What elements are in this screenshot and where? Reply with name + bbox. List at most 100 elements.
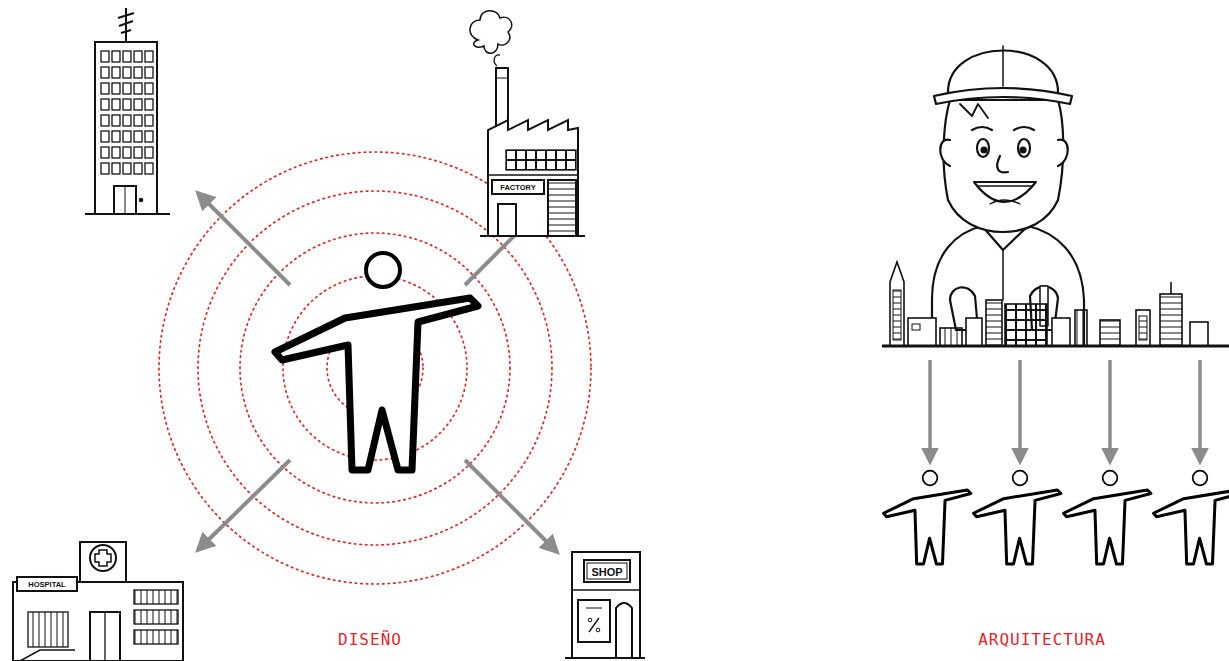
section-caption: ARQUITECTURA <box>978 632 1106 648</box>
architect-character <box>974 182 1036 202</box>
office-tower <box>114 186 136 214</box>
shop-building <box>572 552 640 658</box>
hospital-building <box>134 610 178 624</box>
section-caption: DISEÑO <box>338 632 402 648</box>
influence-arrows <box>198 193 290 285</box>
model-city <box>1100 320 1120 346</box>
user-figures <box>1064 471 1151 564</box>
architect-character <box>940 140 950 166</box>
factory-building <box>480 235 585 237</box>
hospital-building <box>134 630 178 644</box>
factory-building <box>470 11 585 236</box>
architect-character <box>997 156 1008 172</box>
office-tower <box>118 13 134 18</box>
factory-building <box>506 150 576 170</box>
architect-character <box>982 148 987 153</box>
model-city <box>1160 294 1182 346</box>
factory-building <box>488 120 578 236</box>
imposition-arrows <box>1108 360 1112 462</box>
imposition-arrows <box>1018 360 1022 462</box>
ground-line <box>882 345 1229 348</box>
architect-character <box>1018 139 1030 157</box>
shop-building <box>565 657 645 659</box>
designer-figure <box>275 253 478 470</box>
hospital-building <box>134 590 178 604</box>
influence-arrows <box>198 193 557 552</box>
user-figures <box>884 471 1229 564</box>
hospital-building <box>80 542 126 582</box>
model-city <box>890 262 1208 346</box>
office-tower <box>100 50 155 178</box>
influence-arrows <box>198 460 290 550</box>
factory-building <box>494 55 500 66</box>
imposition-arrows <box>930 360 1200 462</box>
shop-building <box>578 600 610 642</box>
model-city <box>893 290 901 340</box>
user-figures <box>974 471 1061 564</box>
factory-sign: FACTORY <box>500 184 535 192</box>
hospital-building <box>104 612 105 661</box>
shop-building <box>588 618 592 622</box>
architect-character <box>972 127 992 130</box>
model-city <box>1170 282 1172 294</box>
architect-character <box>1002 46 1004 86</box>
imposition-arrows <box>928 360 932 462</box>
architect-character <box>990 200 1020 204</box>
designer-figure <box>275 253 478 470</box>
shop-building <box>589 618 599 632</box>
model-city <box>1139 316 1147 340</box>
architect-character <box>1058 140 1068 166</box>
architect-character <box>1021 148 1026 153</box>
architect-character <box>932 46 1084 346</box>
factory-building <box>496 78 508 79</box>
shop-building <box>587 563 627 579</box>
architect-character <box>1014 127 1034 130</box>
model-city <box>1005 304 1047 346</box>
model-city <box>912 324 920 330</box>
architect-character <box>932 226 1084 346</box>
hospital-building <box>90 545 116 571</box>
shop-building <box>565 552 645 658</box>
architect-character <box>944 100 1064 232</box>
office-tower <box>95 42 157 214</box>
hospital-building <box>90 612 120 661</box>
hospital-building <box>28 612 68 647</box>
office-tower <box>119 21 133 26</box>
architect-character <box>977 139 989 157</box>
office-tower <box>85 213 170 215</box>
model-city <box>908 318 936 346</box>
architect-character <box>934 88 1072 104</box>
factory-building <box>488 174 578 176</box>
factory-building <box>492 180 544 194</box>
architect-character <box>1002 250 1004 300</box>
model-city <box>1075 310 1087 346</box>
influence-arrows <box>465 460 557 552</box>
office-tower <box>140 199 143 202</box>
shop-building <box>584 560 630 582</box>
architect-character <box>960 104 988 118</box>
shop-building <box>596 628 600 632</box>
hospital-building <box>95 550 111 566</box>
hospital-sign: HOSPITAL <box>28 581 65 589</box>
model-city <box>966 318 982 346</box>
model-city <box>1190 322 1208 346</box>
user-figures <box>884 471 971 564</box>
office-tower <box>125 186 126 214</box>
office-tower <box>85 8 170 214</box>
shop-building <box>572 589 640 591</box>
office-tower <box>121 30 131 33</box>
imposition-arrows <box>1198 360 1202 462</box>
hospital-building <box>17 577 77 591</box>
model-city <box>1136 310 1150 346</box>
factory-building <box>548 180 576 236</box>
hospital-building <box>13 582 183 661</box>
user-figures <box>1154 471 1229 564</box>
factory-building <box>498 204 516 236</box>
model-city <box>1052 318 1070 346</box>
shop-building <box>586 608 602 609</box>
factory-building <box>470 11 512 54</box>
hospital-building <box>13 542 183 661</box>
shop-sign: SHOP <box>591 566 622 577</box>
